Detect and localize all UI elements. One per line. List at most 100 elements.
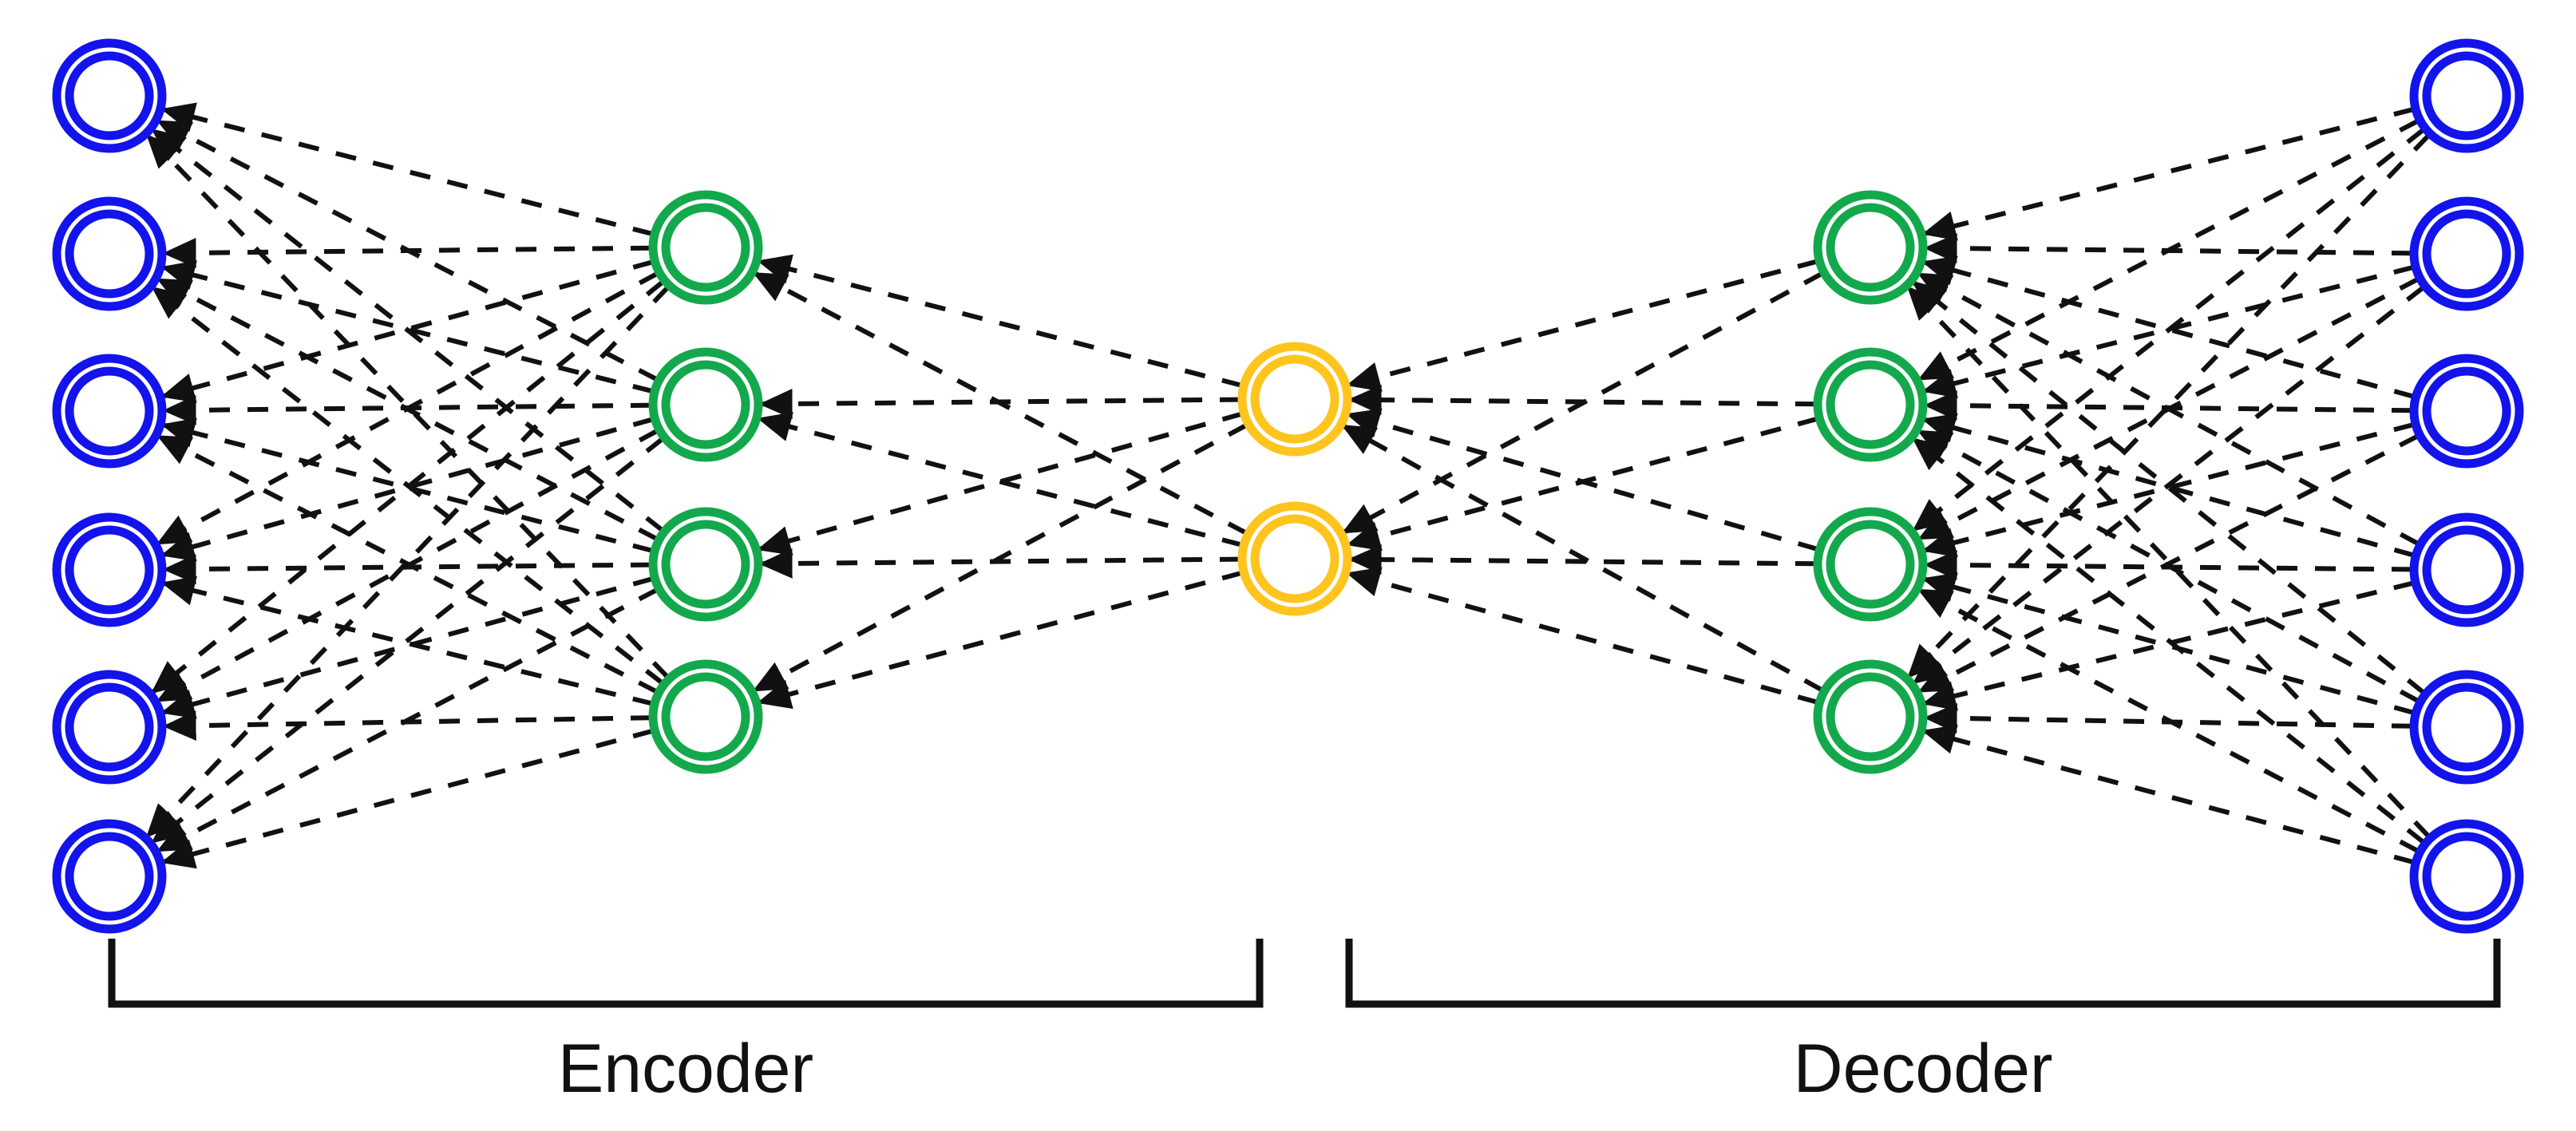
bracket-decoder [1345,939,2501,1008]
connection-edge [1917,271,2420,547]
connection-edge [160,417,655,562]
nodes-group [52,38,2524,934]
connection-edge [162,710,652,741]
connection-edge [758,548,1241,579]
node-input-6[interactable] [52,819,167,934]
node-inner-ring [2422,525,2511,615]
connection-edge [1923,233,2413,264]
connection-edge [1921,724,2416,865]
node-encoder-hidden-3[interactable] [648,507,763,622]
brackets-group [108,939,2501,1008]
connection-edge [1921,106,2415,241]
edges-group [145,102,2432,869]
node-inner-ring [65,682,154,772]
connection-edge [1917,587,2420,854]
connection-edge [160,728,655,869]
node-input-1[interactable] [52,38,167,153]
node-inner-ring [1826,360,1915,449]
connection-edge [1912,127,2426,532]
node-output-3[interactable] [2409,354,2524,469]
connection-edge [151,128,665,533]
node-output-2[interactable] [2409,196,2524,311]
node-output-4[interactable] [2409,512,2524,627]
connection-edge [1345,408,1819,552]
connection-edge [1912,285,2426,686]
connection-edge [156,119,659,382]
node-bottleneck-1[interactable] [1237,342,1352,457]
connection-edge [160,259,655,403]
connection-edge [757,570,1244,710]
node-encoder-hidden-2[interactable] [648,347,763,462]
node-inner-ring [2422,832,2511,921]
node-inner-ring [2422,209,2511,299]
node-inner-ring [65,525,154,615]
node-output-6[interactable] [2409,819,2524,934]
connection-edge [160,102,654,237]
node-encoder-hidden-4[interactable] [648,659,763,774]
connection-edge [1917,429,2420,704]
node-inner-ring [2422,51,2511,140]
connection-edge [156,277,659,542]
node-inner-ring [65,366,154,456]
node-input-3[interactable] [52,354,167,469]
connection-edge [757,254,1243,388]
connection-edge [757,412,1243,548]
connection-edge [162,554,652,584]
node-inner-ring [661,520,750,609]
connection-edge [1921,421,2415,558]
connection-edge [1347,544,1817,575]
node-input-2[interactable] [52,196,167,311]
node-inner-ring [65,832,154,921]
node-bottleneck-2[interactable] [1237,501,1352,616]
bracket-encoder [108,939,1264,1008]
group-label-encoder: Encoder [558,1030,813,1107]
connection-edge [1906,286,2432,839]
connection-edge [145,133,671,679]
connection-edge [1347,385,1817,415]
node-decoder-hidden-1[interactable] [1813,190,1928,305]
connection-edge [1921,255,2416,399]
node-inner-ring [1250,514,1339,603]
connection-edge [1911,279,2426,695]
node-inner-ring [2422,366,2511,456]
connection-edge [160,576,655,719]
connection-edge [1921,413,2416,558]
node-inner-ring [1826,203,1915,292]
connection-edge [1906,133,2432,679]
connection-edge [156,433,659,694]
connection-edge [150,279,665,695]
connection-edge [160,575,654,706]
connection-edge [1346,567,1819,705]
node-encoder-hidden-1[interactable] [648,190,763,305]
node-output-1[interactable] [2409,38,2524,153]
node-inner-ring [65,51,154,140]
connection-edge [1341,423,1824,693]
connection-edge [1921,580,2415,711]
node-inner-ring [1826,672,1915,761]
connection-edge [1346,259,1818,392]
connection-edge [1912,437,2426,845]
node-inner-ring [661,672,750,761]
node-inner-ring [2422,682,2511,772]
connection-edge [752,271,1248,536]
node-decoder-hidden-2[interactable] [1813,347,1928,462]
node-input-5[interactable] [52,670,167,785]
node-inner-ring [1250,354,1339,444]
node-inner-ring [661,203,750,292]
node-decoder-hidden-4[interactable] [1813,659,1928,774]
node-inner-ring [661,360,750,449]
connection-edge [752,422,1248,693]
node-inner-ring [65,209,154,299]
connection-edge [151,436,665,844]
node-input-4[interactable] [52,512,167,627]
node-decoder-hidden-3[interactable] [1813,507,1928,622]
connection-edge [160,417,654,554]
node-inner-ring [1826,520,1915,609]
connection-edge [151,285,665,686]
connection-edge [1921,264,2415,398]
connection-edge [757,411,1244,556]
node-output-5[interactable] [2409,670,2524,785]
